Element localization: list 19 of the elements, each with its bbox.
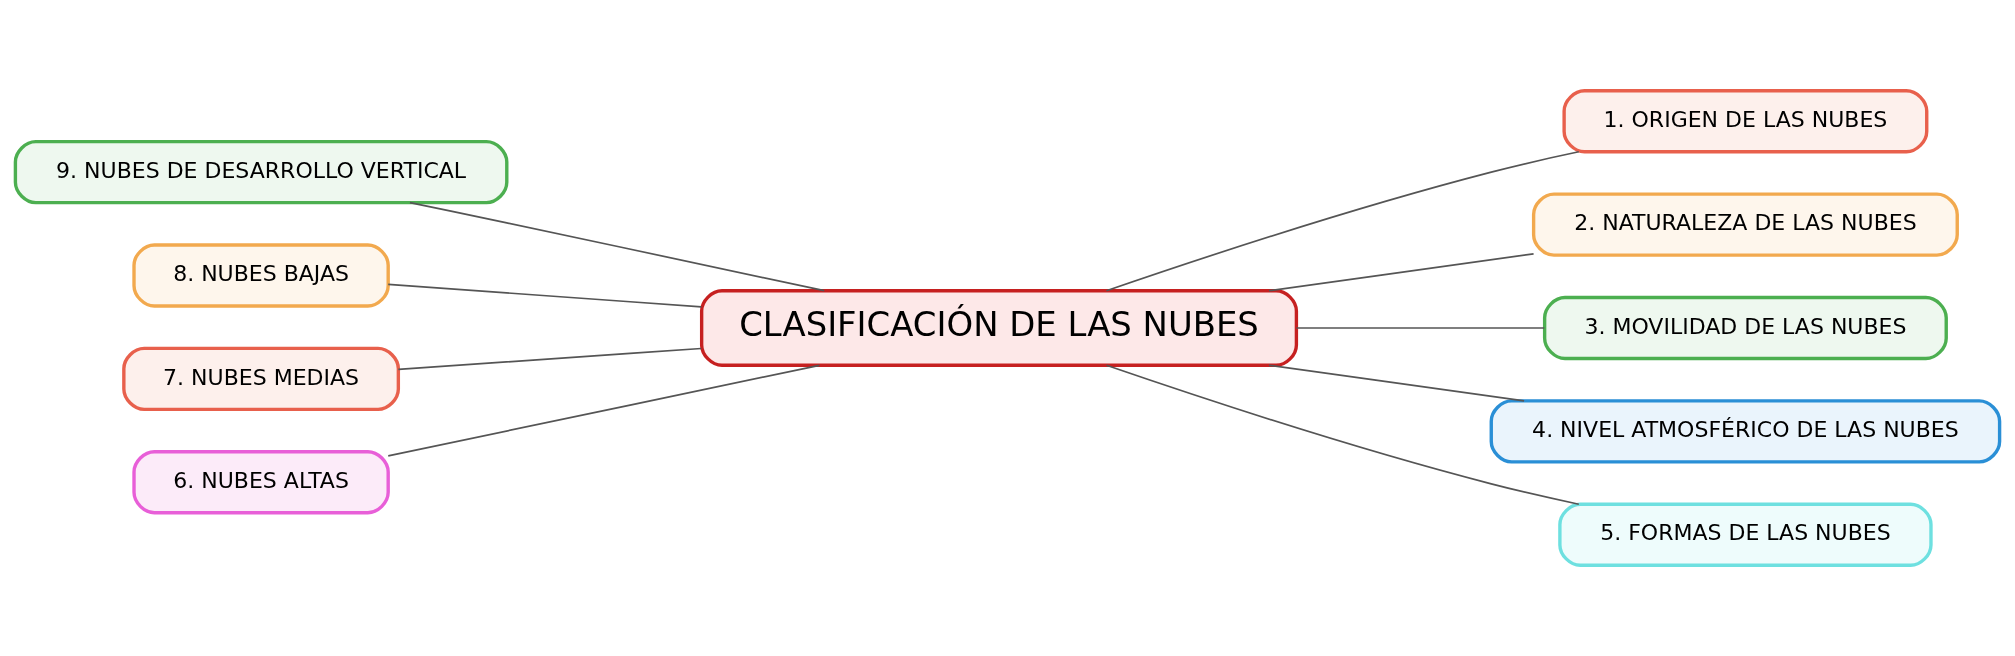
- connector: [387, 364, 821, 457]
- node-box: 3. MOVILIDAD DE LAS NUBES: [1542, 295, 1948, 361]
- node-box: 4. NIVEL ATMOSFÉRICO DE LAS NUBES: [1489, 399, 2002, 464]
- node-box: 1. ORIGEN DE LAS NUBES: [1562, 89, 1929, 154]
- node-box: 8. NUBES BAJAS: [132, 243, 390, 308]
- node-box: 2. NATURALEZA DE LAS NUBES: [1531, 192, 1959, 257]
- connector: [1295, 327, 1546, 329]
- connector: [397, 347, 703, 371]
- connector: [387, 283, 703, 308]
- node-box: 7. NUBES MEDIAS: [122, 346, 401, 412]
- node-box: 9. NUBES DE DESARROLLO VERTICAL: [13, 139, 509, 205]
- node-box: 5. FORMAS DE LAS NUBES: [1558, 502, 1933, 567]
- connector: [1105, 364, 1580, 506]
- node-box: 6. NUBES ALTAS: [132, 450, 390, 515]
- connector: [1268, 364, 1525, 402]
- node-box: CLASIFICACIÓN DE LAS NUBES: [699, 289, 1299, 367]
- connector: [1268, 253, 1535, 292]
- connector: [409, 201, 826, 292]
- connector: [1105, 150, 1580, 292]
